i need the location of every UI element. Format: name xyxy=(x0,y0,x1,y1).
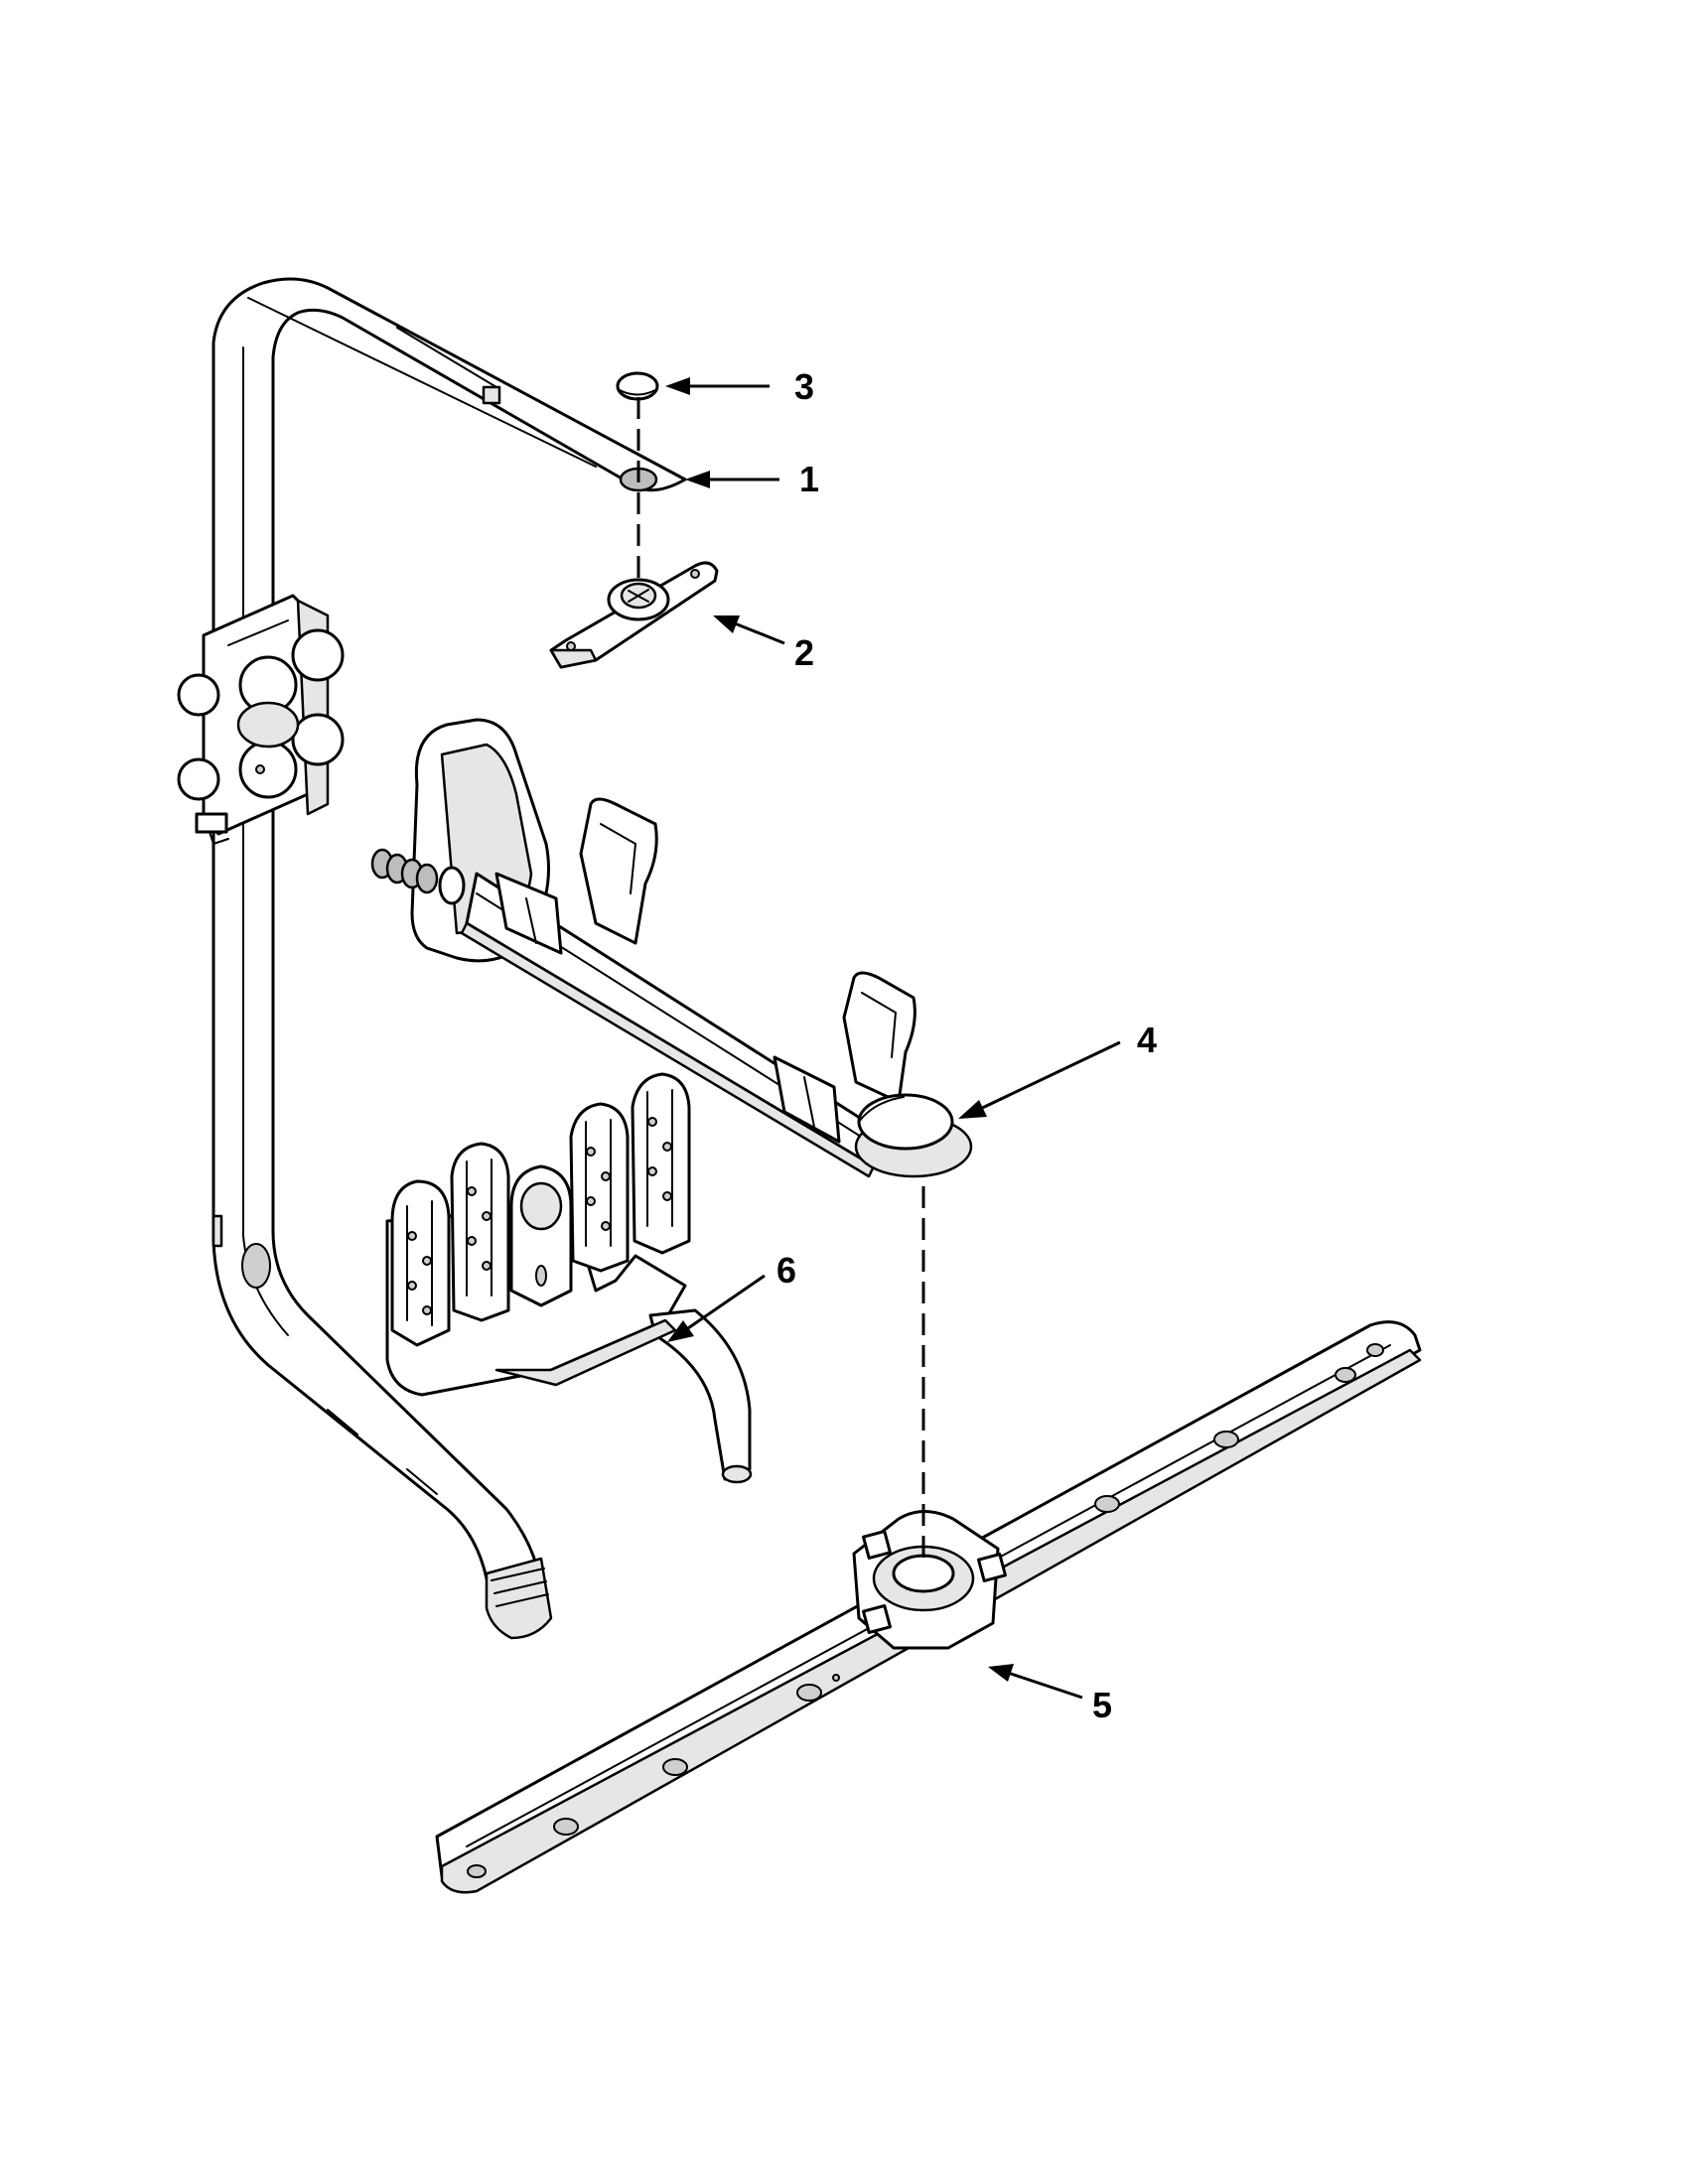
supply-tube-part-1 xyxy=(177,277,687,1640)
callout-1: 1 xyxy=(799,459,820,499)
bearing-plate-part-2 xyxy=(549,561,719,669)
leader-lines xyxy=(665,377,1121,1700)
tube-mounting-bracket xyxy=(177,594,345,845)
tube-inlet-end xyxy=(485,1557,553,1640)
manifold-outlet-dome xyxy=(857,1093,954,1151)
upper-manifold-part-4 xyxy=(370,718,973,1178)
manifold-front-clip-2 xyxy=(842,971,916,1104)
tube-side-port xyxy=(241,1243,271,1289)
callout-3: 3 xyxy=(794,366,815,407)
tube-clip xyxy=(482,385,501,405)
manifold-nozzle-comb xyxy=(370,848,466,905)
wash-manifold-part-6 xyxy=(385,1072,753,1484)
spray-arm-nozzles xyxy=(467,1343,1384,1878)
cap-part-3 xyxy=(616,371,659,401)
callout-2: 2 xyxy=(794,632,815,673)
callout-6: 6 xyxy=(776,1250,797,1291)
manifold-front-clip-1 xyxy=(579,797,658,945)
callout-4: 4 xyxy=(1137,1020,1158,1060)
wash-manifold-badge-cap xyxy=(519,1181,563,1231)
wash-manifold-nozzles xyxy=(407,1117,672,1315)
lower-spray-arm-part-5 xyxy=(435,1320,1422,1894)
callout-5: 5 xyxy=(1092,1685,1113,1725)
